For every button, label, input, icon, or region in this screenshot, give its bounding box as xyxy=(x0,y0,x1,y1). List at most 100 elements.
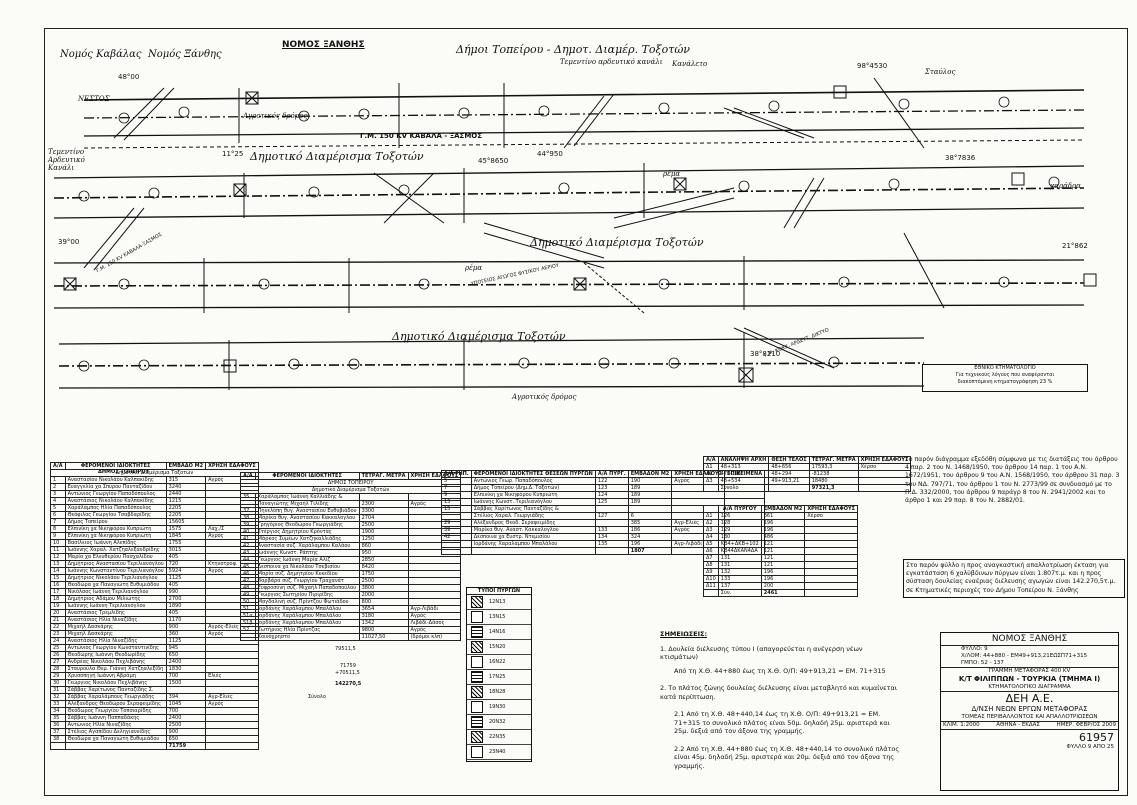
table-cell: 46 xyxy=(240,570,256,578)
tb-date: ΦΕΒΡ/ΟΣ 2009 xyxy=(1075,722,1116,728)
table-cell: Μιχαήλ Δασκάρης xyxy=(64,630,167,638)
table-cell xyxy=(205,707,259,715)
table-cell: 35 xyxy=(240,493,256,501)
table-cell: 3654 xyxy=(358,605,409,613)
table-cell: 189 xyxy=(627,498,673,506)
table-cell: Στέλιος Αγαπίδου Δεληγιαννίδης xyxy=(64,728,167,736)
table-cell: 123 xyxy=(594,484,629,492)
table-cell: 9 xyxy=(50,532,66,540)
table-cell xyxy=(594,547,629,555)
table-cell: Δ11 xyxy=(703,582,719,590)
tb-xth-label: Χ/ΛΟΜ xyxy=(961,653,980,659)
tb-prefecture: ΝΟΜΟΣ ΞΑΝΘΗΣ xyxy=(941,633,1118,646)
owners-table-1: Α/Α ΦΕΡΟΜΕΝΟΙ ΙΔΙΟΚΤΗΤΕΣ ΕΜΒΑΔΟ Μ2 ΧΡΗΣΗ… xyxy=(50,462,259,750)
col-gip: Α/Α ΓΗΠ. xyxy=(441,470,472,478)
stamp-line-3: διακοπτόμενη κτηματογράφηση 23 % xyxy=(957,379,1053,385)
table-cell: 2500 xyxy=(358,521,409,529)
legend-label: 19Ν30 xyxy=(489,704,506,710)
table-cell xyxy=(804,547,859,555)
table-cell: 2500 xyxy=(165,721,207,729)
table-cell: 131 xyxy=(717,561,762,569)
table-cell: Ιωάννης Κωνστ. Ράπτης xyxy=(254,549,360,557)
table-cell: 189 xyxy=(627,491,673,499)
tb-company: ΔΕΗ Α.Ε. xyxy=(1005,692,1054,705)
table-cell xyxy=(205,721,259,729)
table-cell: 190 xyxy=(627,477,673,485)
table-cell: Σωτήριος Ηλία Πρίντζας xyxy=(254,626,360,634)
table-cell: 38 xyxy=(50,735,66,743)
table-cell: Δήμος Τοπείρου (Δημ.Δ. Τοξοτών) xyxy=(470,484,596,492)
table-cell: Ιωάννης Κωνσταντίνου Τεριλιανόγλου xyxy=(64,567,167,575)
towers-table: Α/Α ΓΗΠ. ΦΕΡΟΜΕΝΟΙ ΙΔΙΟΚΤΗΤΕΣ ΘΕΣΕΩΝ ΠΥΡ… xyxy=(441,470,766,555)
table-cell: 9 xyxy=(441,491,472,499)
table-cell: 800 xyxy=(358,598,409,606)
table-cell: Δημήτριος Αδάμου Μιλιώτης xyxy=(64,595,167,603)
table-cell xyxy=(407,556,462,564)
table-cell: 12 xyxy=(50,553,66,561)
table-cell: Αντώνιος Γεωργίου Κωνσταντινίδης xyxy=(64,644,167,652)
table-cell: Χέρσο xyxy=(804,512,859,520)
table-cell: 121 xyxy=(760,540,806,548)
table-cell: Ευαγγελία χα Σπύρου Πανταζίδου xyxy=(64,483,167,491)
table-cell: 47+038 xyxy=(717,470,770,478)
table-cell: Αγρός xyxy=(205,700,259,708)
col-aa: Α/Α xyxy=(240,472,256,480)
table-cell: 9800 xyxy=(358,626,409,634)
limit-left-label: Τεμεντίνο Αρδευτικό Κανάλι xyxy=(48,148,85,172)
table-cell: Χέρσο xyxy=(857,463,912,471)
table-cell xyxy=(205,665,259,673)
table-cell xyxy=(857,477,912,485)
table-cell: Αναστάσιος Νικολάου Καλπακίδης xyxy=(64,497,167,505)
table-cell: 14 xyxy=(50,567,66,575)
table-cell: Δ2 xyxy=(703,519,719,527)
table-cell: Δ4 xyxy=(703,533,719,541)
table-cell: 900 xyxy=(165,623,207,631)
table-cell: 186 xyxy=(627,526,673,534)
table-cell: Σάββας Χαρίτωνος Πανταζίδης & xyxy=(470,505,596,513)
total-label: Σύν. xyxy=(717,589,762,597)
table-cell: Ιορδάνης Χαράλαμπου Μπαλάλου xyxy=(254,605,360,613)
tower-symbol-icon xyxy=(471,731,483,743)
table-cell: 121 xyxy=(760,561,806,569)
municipality-title: Δήμοι Τοπείρου - Δημοτ. Διαμέρ. Τοξοτών xyxy=(456,43,690,56)
prefecture-left-label: Νομός Καβάλας xyxy=(60,49,142,60)
table-cell: 52 xyxy=(240,626,256,634)
table-cell: Δ3 xyxy=(703,477,719,485)
table-cell xyxy=(703,484,719,492)
table-cell: Ιωάννης Χαραλ. Χατζηαλεξανδρίδης xyxy=(64,546,167,554)
table-cell: 39 xyxy=(240,521,256,529)
table-cell: 486 xyxy=(760,533,806,541)
tb-gmpo-value: 52 - 137 xyxy=(980,660,1004,666)
district-label-3: Δημοτικό Διαμέρισμα Τοξοτών xyxy=(392,330,566,343)
table-cell: 22 xyxy=(50,623,66,631)
total-label xyxy=(64,742,167,750)
tb-division: Δ/ΝΣΗ ΝΕΩΝ ΕΡΓΩΝ ΜΕΤΑΦΟΡΑΣ xyxy=(971,705,1088,713)
table-cell: Δεσποινα χα Νικολάου Τσεβισίου xyxy=(254,563,360,571)
table-cell: 2000 xyxy=(358,591,409,599)
table-cell: 122 xyxy=(594,477,629,485)
total-row: Σύν.2461 xyxy=(703,589,859,597)
legend-row: 15Ν20 xyxy=(467,640,531,655)
table-cell: 11 xyxy=(50,546,66,554)
nestos-label: ΝΕΣΤΟΣ xyxy=(78,95,110,103)
legend-row: 14Ν16 xyxy=(467,625,531,640)
table-cell: Μαγδαλινή σύζ. Πρίντζου Φωτιάδου xyxy=(254,598,360,606)
table-cell xyxy=(50,742,66,750)
tower-symbol-icon xyxy=(471,611,483,623)
table-cell: 945 xyxy=(165,644,207,652)
towers-table-wrap: Α/Α ΓΗΠ. ΦΕΡΟΜΕΝΟΙ ΙΔΙΟΚΤΗΤΕΣ ΘΕΣΕΩΝ ΠΥΡ… xyxy=(441,470,766,555)
